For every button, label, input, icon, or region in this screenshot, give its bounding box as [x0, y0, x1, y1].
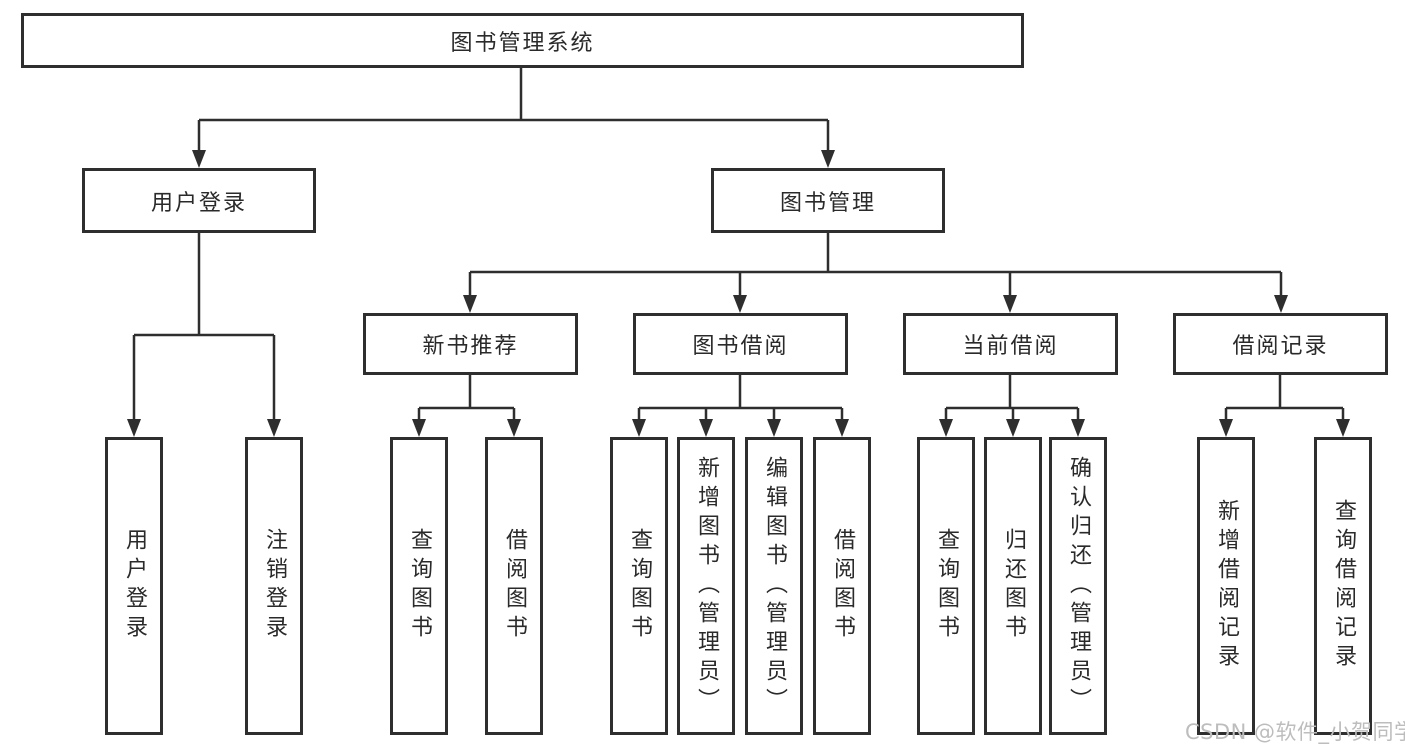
node-library-system: 图书管理系统	[21, 13, 1024, 68]
node-label: 借阅记录	[1232, 334, 1329, 359]
leaf-query-borrow-record: 查询借阅记录	[1314, 437, 1372, 735]
leaf-edit-books-admin: 编辑图书（管理员）	[745, 437, 803, 735]
node-borrowing-records: 借阅记录	[1173, 313, 1388, 375]
connector-root-to-level2	[197, 68, 830, 153]
node-new-book-recommend: 新书推荐	[363, 313, 578, 375]
node-label: 用户登录	[122, 528, 147, 644]
leaf-add-borrow-record: 新增借阅记录	[1197, 437, 1255, 735]
arrow-down-icon	[632, 419, 646, 437]
connector-bookmgmt-to-level3	[468, 233, 1283, 297]
node-label: 编辑图书（管理员）	[762, 455, 787, 717]
node-label: 用户登录	[150, 190, 247, 216]
arrow-down-icon	[463, 295, 477, 313]
node-user-login: 用户登录	[82, 168, 316, 233]
arrow-down-icon	[412, 419, 426, 437]
node-label: 借阅图书	[830, 528, 855, 644]
node-label: 图书管理系统	[450, 30, 595, 56]
arrow-down-icon	[1006, 419, 1020, 437]
leaf-confirm-return-admin: 确认归还（管理员）	[1049, 437, 1107, 735]
connector-current-to-leaves	[944, 375, 1080, 421]
arrowheads	[127, 150, 1350, 437]
arrow-down-icon	[192, 150, 206, 168]
arrow-down-icon	[835, 419, 849, 437]
arrow-down-icon	[127, 419, 141, 437]
leaf-add-books-admin: 新增图书（管理员）	[677, 437, 735, 735]
leaf-logout: 注销登录	[245, 437, 303, 735]
node-label: 借阅图书	[502, 528, 527, 644]
node-label: 新增借阅记录	[1214, 499, 1239, 673]
arrow-down-icon	[1071, 419, 1085, 437]
arrow-down-icon	[699, 419, 713, 437]
node-label: 查询借阅记录	[1331, 499, 1356, 673]
node-label: 新增图书（管理员）	[694, 455, 719, 717]
node-label: 查询图书	[407, 528, 432, 644]
connector-userlogin-to-leaves	[132, 233, 276, 421]
arrow-down-icon	[939, 419, 953, 437]
node-book-management: 图书管理	[711, 168, 945, 233]
node-current-borrowing: 当前借阅	[903, 313, 1118, 375]
node-label: 新书推荐	[422, 334, 519, 359]
node-label: 查询图书	[934, 528, 959, 644]
arrow-down-icon	[1219, 419, 1233, 437]
node-label: 当前借阅	[962, 334, 1059, 359]
node-label: 归还图书	[1001, 528, 1026, 644]
connector-borrowing-to-leaves	[637, 375, 844, 421]
leaf-query-books-1: 查询图书	[390, 437, 448, 735]
connector-records-to-leaves	[1224, 375, 1345, 421]
arrow-down-icon	[1336, 419, 1350, 437]
arrow-down-icon	[267, 419, 281, 437]
leaf-return-books: 归还图书	[984, 437, 1042, 735]
arrow-down-icon	[507, 419, 521, 437]
arrow-down-icon	[733, 295, 747, 313]
arrow-down-icon	[767, 419, 781, 437]
node-book-borrowing: 图书借阅	[633, 313, 848, 375]
leaf-query-books-2: 查询图书	[610, 437, 668, 735]
node-label: 查询图书	[627, 528, 652, 644]
arrow-down-icon	[821, 150, 835, 168]
arrow-down-icon	[1274, 295, 1288, 313]
leaf-user-login: 用户登录	[105, 437, 163, 735]
leaf-borrow-books-2: 借阅图书	[813, 437, 871, 735]
node-label: 确认归还（管理员）	[1066, 455, 1091, 717]
node-label: 注销登录	[262, 528, 287, 644]
leaf-borrow-books-1: 借阅图书	[485, 437, 543, 735]
csdn-watermark: CSDN @软件_小贺同学	[1185, 720, 1405, 744]
arrow-down-icon	[1003, 295, 1017, 313]
connector-newbooks-to-leaves	[417, 375, 516, 421]
node-label: 图书管理	[779, 190, 876, 216]
leaf-query-books-3: 查询图书	[917, 437, 975, 735]
node-label: 图书借阅	[692, 334, 789, 359]
